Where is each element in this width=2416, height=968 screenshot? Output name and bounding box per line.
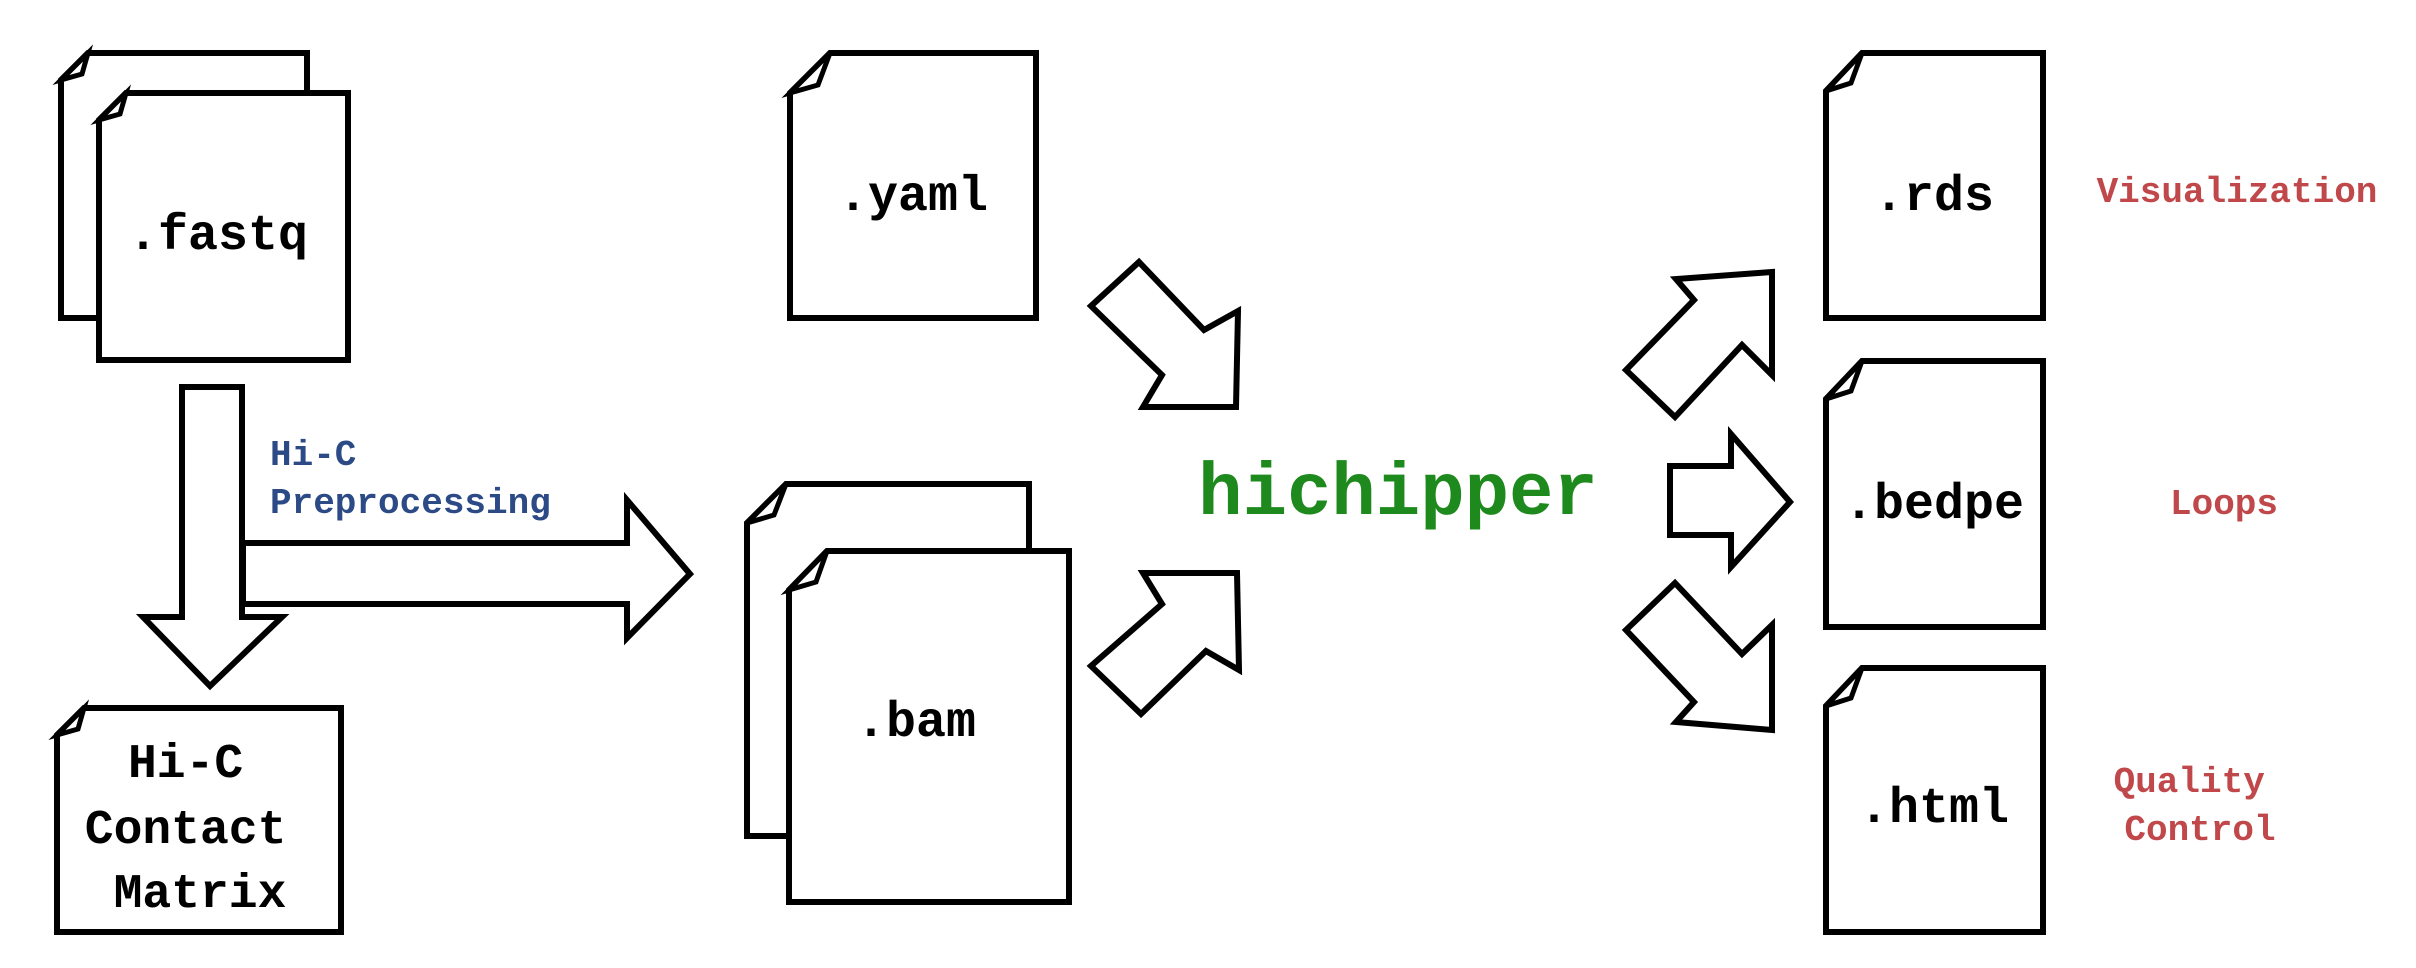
yaml-label: .yaml: [838, 169, 988, 226]
bam-file-icon: [780, 548, 1072, 905]
contact-matrix-line2: Contact: [85, 804, 287, 858]
bam-file-stack: .bam: [744, 481, 1072, 905]
quality-control-label: Quality Control: [2114, 762, 2287, 851]
bam-label: .bam: [856, 695, 976, 752]
contact-matrix-file: Hi-C Contact Matrix: [48, 699, 344, 935]
html-file-icon: .html: [1823, 665, 2046, 935]
preprocessing-label: Hi-C Preprocessing: [270, 435, 551, 524]
bedpe-file-icon: .bedpe: [1823, 358, 2046, 630]
preprocessing-right-arrow: [240, 491, 695, 646]
bedpe-label: .bedpe: [1844, 477, 2024, 534]
preprocessing-label-line2: Preprocessing: [270, 483, 551, 524]
visualization-label: Visualization: [2097, 172, 2378, 213]
contact-matrix-label: Hi-C Contact Matrix: [85, 738, 315, 922]
preprocessing-down-arrow: [135, 384, 290, 691]
bam-to-hichipper-arrow: [1086, 570, 1243, 719]
quality-control-line1: Quality: [2114, 762, 2265, 803]
contact-matrix-line3: Matrix: [114, 868, 287, 922]
hichipper-title: hichipper: [1198, 453, 1598, 537]
rds-file-icon: .rds: [1823, 50, 2046, 321]
hichipper-to-rds-arrow: [1621, 268, 1775, 422]
hichipper-to-html-arrow: [1621, 578, 1775, 734]
rds-label: .rds: [1874, 169, 1994, 226]
contact-matrix-line1: Hi-C: [128, 738, 243, 792]
hichipper-to-bedpe-arrow: [1667, 425, 1795, 575]
yaml-file-icon: .yaml: [781, 50, 1039, 321]
fastq-file-icon: [90, 84, 351, 363]
quality-control-line2: Control: [2124, 810, 2275, 851]
fastq-file-stack: .fastq: [52, 44, 351, 363]
fastq-label: .fastq: [128, 208, 308, 265]
preprocessing-label-line1: Hi-C: [270, 435, 356, 476]
loops-label: Loops: [2170, 484, 2278, 525]
yaml-to-hichipper-arrow: [1086, 257, 1242, 410]
html-label: .html: [1859, 781, 2009, 838]
